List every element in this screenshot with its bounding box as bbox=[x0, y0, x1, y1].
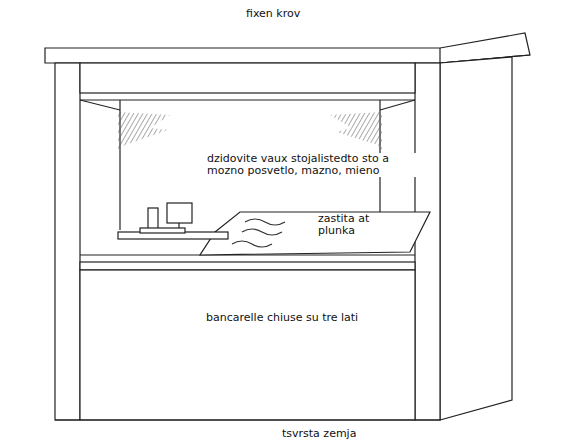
guard-label: zastita at plunka bbox=[318, 213, 408, 237]
ground-label: tsvrsta zemja bbox=[282, 428, 402, 440]
roof-label: fixen krov bbox=[246, 8, 366, 20]
panel-label: bancarelle chiuse su tre lati bbox=[206, 312, 406, 324]
wall-label: dzidovite vaux stojalistedto sto a mozno… bbox=[207, 153, 422, 177]
